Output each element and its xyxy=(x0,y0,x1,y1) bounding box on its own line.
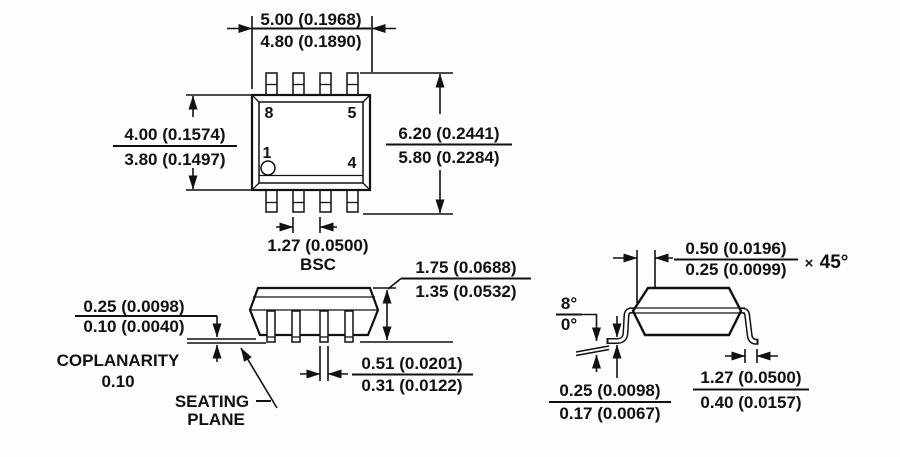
pin1-indicator-dot xyxy=(260,160,276,176)
end-view-leads xyxy=(606,307,759,345)
dim-lead-thickness: 0.25 (0.0098) 0.17 (0.0067) xyxy=(549,316,671,423)
top-view-package-body: 8 5 1 4 xyxy=(250,72,372,213)
dim-lead-thickness-mm: 0.25 (0.0098) xyxy=(559,381,660,400)
dim-lead-pitch-bsc: BSC xyxy=(300,255,336,274)
seating-plane-label: SEATING PLANE xyxy=(175,347,278,429)
dim-lead-pitch-value: 1.27 (0.0500) xyxy=(267,236,368,255)
dim-top-width-mm: 5.00 (0.1968) xyxy=(260,10,361,29)
end-view-package-body xyxy=(629,286,745,337)
pin-number-8: 8 xyxy=(265,105,274,122)
dim-foot-length-inch: 0.40 (0.0157) xyxy=(700,393,801,412)
dim-chamfer-inch: 0.25 (0.0099) xyxy=(685,260,786,279)
pin-number-1: 1 xyxy=(263,145,272,162)
dim-top-width-inch: 4.80 (0.1890) xyxy=(260,32,361,51)
pin-number-5: 5 xyxy=(348,105,357,122)
dim-body-height: 4.00 (0.1574) 3.80 (0.1497) xyxy=(113,94,252,191)
dim-lead-width: 0.51 (0.0201) 0.31 (0.0122) xyxy=(300,346,473,395)
dim-chamfer-angle: 45° xyxy=(820,252,849,273)
coplanarity-label-value: 0.10 xyxy=(101,372,134,391)
pin-number-4: 4 xyxy=(348,155,357,172)
dim-body-height-inch: 3.80 (0.1497) xyxy=(124,150,225,169)
dim-chamfer-multiplier: × xyxy=(805,255,814,272)
dim-overall-span-mm: 6.20 (0.2441) xyxy=(398,124,499,143)
side-view-package-body xyxy=(248,286,380,343)
dim-coplanarity: 0.25 (0.0098) 0.10 (0.0040) COPLANARITY … xyxy=(57,297,222,391)
seating-label-line1: SEATING xyxy=(175,392,249,411)
dim-lead-angle: 8° 0° xyxy=(556,294,610,372)
dim-chamfer-mm: 0.50 (0.0196) xyxy=(685,239,786,258)
dim-package-height-mm: 1.75 (0.0688) xyxy=(415,258,516,277)
dim-package-height: 1.75 (0.0688) 1.35 (0.0532) xyxy=(360,258,531,343)
dim-lead-thickness-inch: 0.17 (0.0067) xyxy=(559,404,660,423)
dim-lead-angle-max: 8° xyxy=(561,294,577,313)
dim-lead-pitch: 1.27 (0.0500) BSC xyxy=(267,217,369,274)
dim-foot-length-mm: 1.27 (0.0500) xyxy=(700,368,801,387)
seating-label-line2: PLANE xyxy=(187,410,245,429)
dim-lead-angle-min: 0° xyxy=(561,315,577,334)
dim-top-width: 5.00 (0.1968) 4.80 (0.1890) xyxy=(227,10,396,89)
dim-overall-span: 6.20 (0.2441) 5.80 (0.2284) xyxy=(360,72,512,215)
dim-lead-width-mm: 0.51 (0.0201) xyxy=(361,354,462,373)
seating-plane-line xyxy=(187,338,266,344)
dim-lead-width-inch: 0.31 (0.0122) xyxy=(361,376,462,395)
dim-foot-length: 1.27 (0.0500) 0.40 (0.0157) xyxy=(693,349,809,412)
dim-coplanarity-inch: 0.10 (0.0040) xyxy=(83,317,184,336)
dim-body-height-mm: 4.00 (0.1574) xyxy=(124,125,225,144)
coplanarity-label: COPLANARITY xyxy=(57,351,180,370)
dim-coplanarity-mm: 0.25 (0.0098) xyxy=(83,297,184,316)
dim-package-height-inch: 1.35 (0.0532) xyxy=(415,282,516,301)
dim-overall-span-inch: 5.80 (0.2284) xyxy=(398,148,499,167)
dim-chamfer: 0.50 (0.0196) 0.25 (0.0099) × 45° xyxy=(613,239,848,303)
